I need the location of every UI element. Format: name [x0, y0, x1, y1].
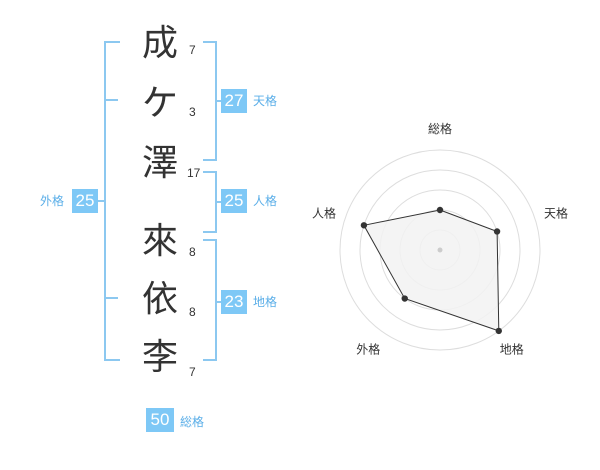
- radar-axis-label-tenkaku: 天格: [544, 205, 568, 220]
- tenkaku-value-badge: 27: [221, 89, 247, 113]
- chikaku-label: 地格: [253, 295, 278, 309]
- radar-grid-ring: [339, 149, 541, 351]
- stroke-count-6: 7: [189, 365, 196, 379]
- gaikaku-bracket-tick: [104, 99, 118, 101]
- radar-data-polygon: [363, 209, 500, 332]
- stroke-count-5: 8: [189, 305, 196, 319]
- jinkaku-connector: [215, 201, 222, 203]
- radar-point-4: [360, 222, 368, 229]
- name-char-4: 來: [142, 221, 179, 262]
- name-char-3: 澤: [142, 143, 179, 184]
- radar-grid-ring: [359, 169, 521, 331]
- jinkaku-label: 人格: [253, 194, 278, 208]
- radar-point-2: [495, 327, 502, 335]
- radar-axis-label-soukaku: 総格: [428, 121, 452, 136]
- radar-data-points: [360, 206, 502, 335]
- soukaku-value-badge: 50: [146, 408, 174, 432]
- name-char-1: 成: [142, 23, 179, 64]
- radar-center-dot: [437, 247, 443, 253]
- radar-axis-label-jinkaku: 人格: [312, 205, 336, 220]
- radar-point-3: [401, 295, 408, 302]
- gaikaku-value-badge: 25: [72, 189, 98, 213]
- radar-point-0: [436, 206, 444, 214]
- stroke-count-2: 3: [189, 105, 196, 119]
- name-char-2: ケ: [142, 83, 179, 124]
- chikaku-connector: [215, 301, 222, 303]
- gaikaku-connector: [98, 200, 106, 202]
- stroke-count-1: 7: [189, 43, 196, 57]
- gaikaku-label: 外格: [40, 194, 65, 208]
- radar-axis-label-gaikaku: 外格: [356, 342, 380, 357]
- chikaku-bracket: [203, 239, 217, 361]
- chikaku-value-badge: 23: [221, 290, 247, 314]
- name-char-5: 依: [142, 279, 179, 320]
- radar-axis-label-chikaku: 地格: [500, 342, 524, 357]
- tenkaku-label: 天格: [253, 94, 278, 108]
- radar-point-1: [493, 228, 501, 235]
- name-char-6: 李: [142, 337, 179, 378]
- soukaku-label: 総格: [180, 415, 205, 429]
- gaikaku-bracket-tick: [104, 297, 118, 299]
- jinkaku-value-badge: 25: [221, 189, 247, 213]
- stroke-count-4: 8: [189, 245, 196, 259]
- tenkaku-connector: [215, 100, 222, 102]
- stroke-count-3: 17: [187, 166, 201, 180]
